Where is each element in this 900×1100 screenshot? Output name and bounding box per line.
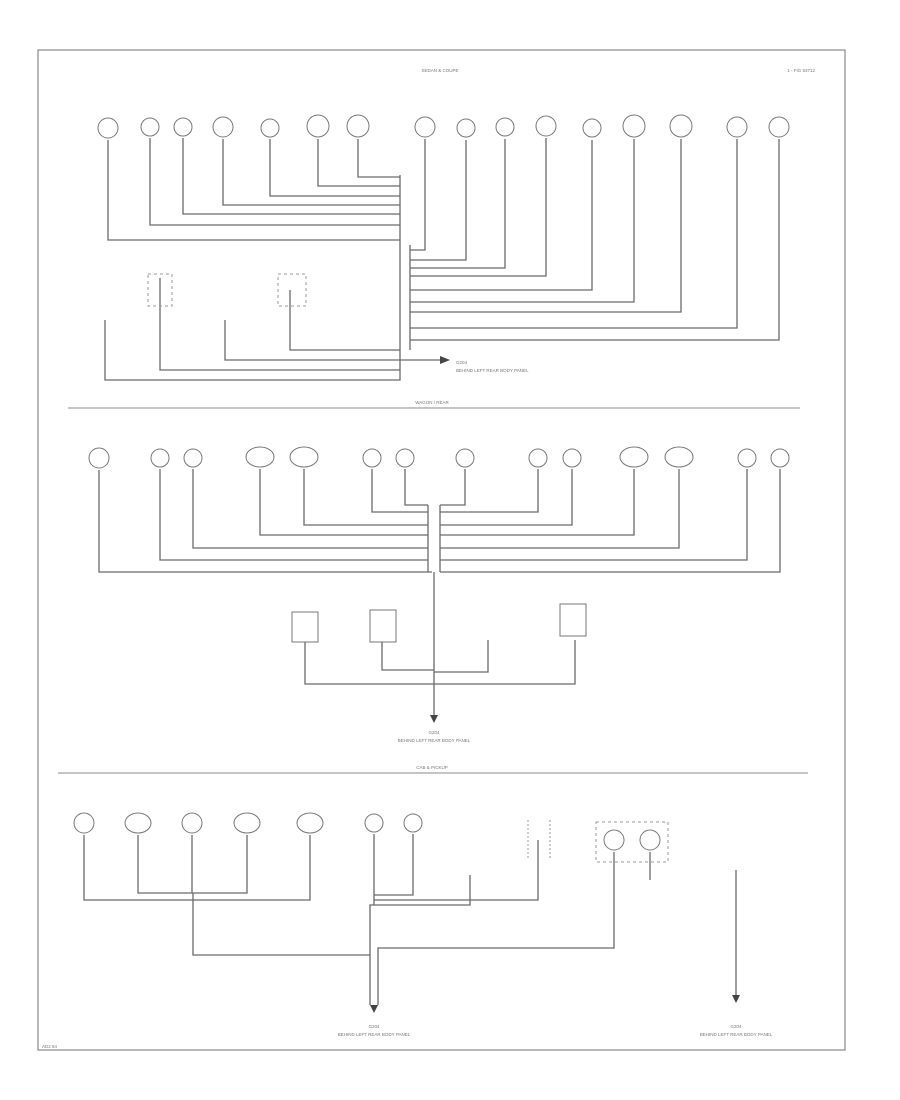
lamp-icon <box>403 813 423 833</box>
bottom-section-label: CAB & PICKUP <box>416 765 448 770</box>
lamp-icon <box>173 117 193 137</box>
lamp-icon <box>364 813 384 833</box>
lamp-icon <box>669 114 693 138</box>
lamp-icon <box>639 829 661 851</box>
bottom-left-ground-label: G204 <box>368 1024 380 1029</box>
lamp-icon <box>582 118 602 138</box>
lamp-icon <box>455 448 475 468</box>
lamp-icon <box>456 118 476 138</box>
bottom-components-dashed <box>527 820 669 863</box>
lamp-icon <box>296 812 324 834</box>
lamp-icon <box>495 117 515 137</box>
bottom-right-ground-label: G204 <box>730 1024 742 1029</box>
bottom-left-ground-desc: BEHIND LEFT REAR BODY PANEL <box>338 1032 411 1037</box>
lamp-icon <box>233 812 261 834</box>
bottom-right-ground-desc: BEHIND LEFT REAR BODY PANEL <box>700 1032 773 1037</box>
top-components-dashed <box>147 273 307 307</box>
lamp-icon <box>245 446 275 468</box>
top-wiring <box>104 138 780 381</box>
lamp-icon <box>726 116 748 138</box>
bottom-section: G204 BEHIND LEFT REAR BODY PANEL G204 BE… <box>73 812 773 1037</box>
lamp-icon <box>362 448 382 468</box>
lamp-icon <box>73 812 95 834</box>
lamp-icon <box>260 118 280 138</box>
lamp-icon <box>140 117 160 137</box>
lamp-icon <box>183 448 203 468</box>
diagram-frame <box>37 49 846 1051</box>
header-title: SEDAN & COUPE <box>421 68 458 73</box>
lamp-icon <box>619 446 649 468</box>
top-ground-label: G204 <box>456 360 468 365</box>
lamp-icon <box>603 829 625 851</box>
lamp-icon <box>737 448 757 468</box>
middle-components <box>291 603 587 643</box>
ground-arrow-icon <box>370 1005 378 1013</box>
top-lamps <box>97 114 790 139</box>
lamp-icon <box>181 812 203 834</box>
lamp-icon <box>88 447 110 469</box>
lamp-icon <box>562 448 582 468</box>
figure-ref: 1 - FIG 53712 <box>787 68 815 73</box>
lamp-icon <box>414 116 436 138</box>
lamp-icon <box>150 448 170 468</box>
lamp-icon <box>124 812 152 834</box>
lamp-icon <box>768 116 790 138</box>
ground-arrow-icon <box>732 995 740 1003</box>
lamp-icon <box>622 114 646 138</box>
middle-ground-desc: BEHIND LEFT REAR BODY PANEL <box>398 738 471 743</box>
lamp-icon <box>306 114 330 138</box>
top-section: G204 BEHIND LEFT REAR BODY PANEL <box>97 114 790 381</box>
middle-lamps <box>88 446 790 469</box>
lamp-icon <box>97 117 119 139</box>
ground-arrow-icon <box>440 356 450 364</box>
lamp-icon <box>528 448 548 468</box>
lamp-icon <box>535 115 557 137</box>
lamp-icon <box>664 446 694 468</box>
ground-arrow-icon <box>430 715 438 723</box>
middle-ground-label: G204 <box>428 730 440 735</box>
middle-section-label: WAGON / REAR <box>415 400 449 405</box>
lamp-icon <box>770 448 790 468</box>
middle-wiring <box>98 469 781 715</box>
bottom-wiring <box>83 834 737 1005</box>
top-ground-desc: BEHIND LEFT REAR BODY PANEL <box>456 368 529 373</box>
lamp-icon <box>289 446 319 468</box>
lamp-icon <box>346 114 370 138</box>
lamp-icon <box>212 116 234 138</box>
lamp-icon <box>395 448 415 468</box>
footer-code: AD2 84 <box>42 1044 58 1049</box>
bottom-lamps <box>73 812 661 851</box>
middle-section: G204 BEHIND LEFT REAR BODY PANEL <box>88 446 790 743</box>
